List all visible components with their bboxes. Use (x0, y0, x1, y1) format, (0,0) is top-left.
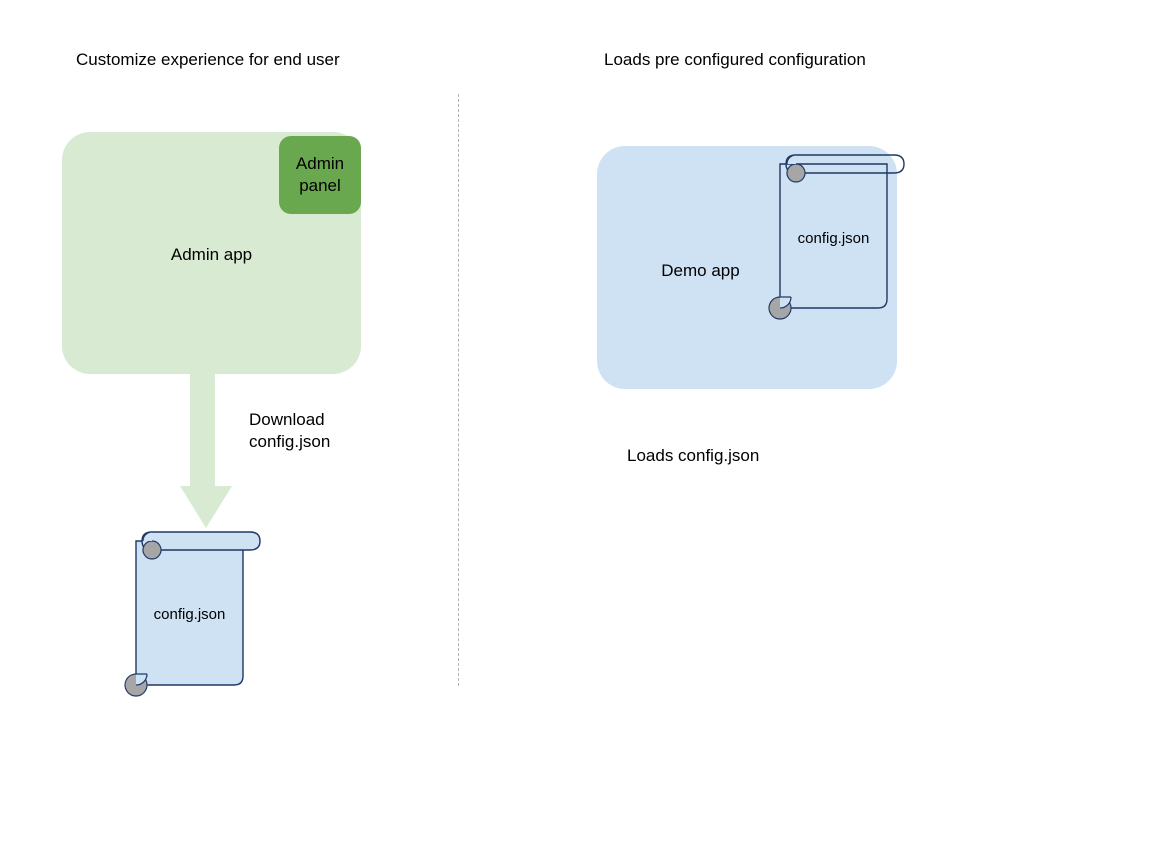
loads-config-caption: Loads config.json (627, 446, 760, 465)
left-doc-top-curl-edge (142, 531, 153, 542)
left-config-document-label: config.json (153, 606, 226, 623)
left-doc-top-curl (142, 540, 162, 560)
left-column-heading: Customize experience for end user (76, 50, 340, 69)
left-doc-bottom-curl-highlight (136, 674, 147, 685)
download-arrow-label: Download config.json (249, 410, 331, 452)
column-divider (458, 94, 459, 686)
admin-app-label: Admin app (170, 245, 253, 264)
demo-app-label: Demo app (661, 261, 740, 280)
right-column-heading: Loads pre configured configuration (604, 50, 866, 69)
admin-panel-chip[interactable]: Admin panel (279, 136, 361, 214)
left-doc-top-curl-highlight (143, 532, 152, 541)
right-config-document-label: config.json (797, 230, 870, 247)
admin-panel-label: Admin panel (295, 153, 345, 195)
left-doc-top-roll (141, 531, 261, 551)
left-doc-bottom-curl (124, 673, 148, 697)
left-doc-bottom-curl-edge (135, 673, 148, 686)
